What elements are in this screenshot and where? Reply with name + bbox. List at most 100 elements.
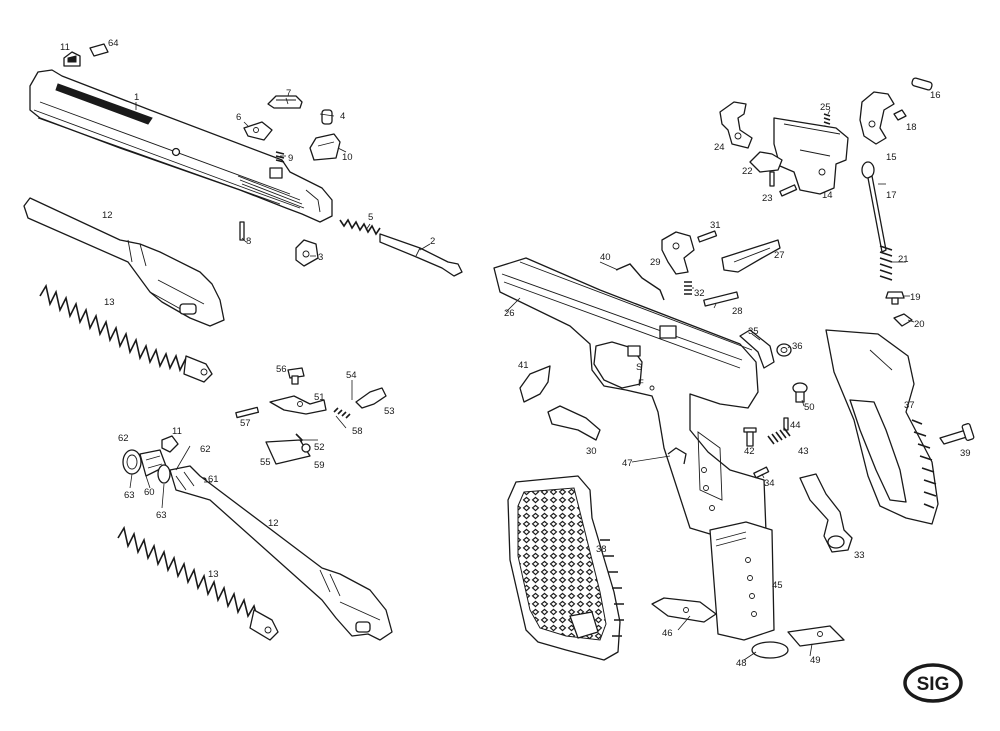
label-12-lower: 12 — [268, 518, 279, 529]
label-36: 36 — [792, 341, 803, 352]
label-32: 32 — [694, 288, 705, 299]
label-59: 59 — [314, 460, 325, 471]
firing-pin-retainer — [295, 239, 319, 267]
label-25: 25 — [820, 102, 831, 113]
label-55: 55 — [260, 457, 271, 468]
bar-27 — [721, 239, 781, 273]
label-12: 12 — [102, 210, 113, 221]
label-49: 49 — [810, 655, 821, 666]
label-43: 43 — [798, 446, 809, 457]
spring-40 — [615, 263, 665, 301]
bushing-62 — [122, 449, 142, 475]
label-33: 33 — [854, 550, 865, 561]
plate-55 — [265, 439, 311, 465]
label-4: 4 — [340, 111, 345, 122]
nut-20 — [893, 313, 913, 327]
spring-21 — [879, 245, 893, 281]
sig-logo: SIG — [903, 663, 963, 703]
slide — [29, 69, 333, 223]
extractor-spring — [275, 151, 285, 163]
label-47: 47 — [622, 458, 633, 469]
label-52: 52 — [314, 442, 325, 453]
catch-50 — [792, 382, 808, 403]
part-22 — [749, 151, 783, 173]
label-41: 41 — [518, 360, 529, 371]
pin-57 — [235, 406, 260, 419]
label-20: 20 — [914, 319, 925, 330]
firing-pin-stop — [243, 121, 273, 141]
hammer-15 — [859, 91, 895, 145]
ring-63 — [157, 464, 171, 484]
label-38: 38 — [596, 544, 607, 555]
screw-42 — [743, 427, 757, 447]
label-54: 54 — [346, 370, 357, 381]
screw-39 — [939, 423, 975, 445]
part-33 — [799, 473, 853, 553]
screw-18 — [893, 109, 907, 121]
label-37: 37 — [904, 400, 915, 411]
label-51: 51 — [314, 392, 325, 403]
extractor-pin — [321, 109, 333, 125]
label-61: 61 — [208, 474, 219, 485]
label-58: 58 — [352, 426, 363, 437]
svg-text:SIG: SIG — [917, 674, 950, 695]
spring-32 — [684, 281, 692, 295]
label-35: 35 — [748, 326, 759, 337]
label-56: 56 — [276, 364, 287, 375]
label-1: 1 — [134, 92, 139, 103]
label-29: 29 — [650, 257, 661, 268]
label-30: 30 — [586, 446, 597, 457]
right-grip — [825, 329, 939, 525]
follower-46 — [651, 597, 717, 623]
screw-56 — [287, 367, 305, 385]
frame-mark-s: S — [636, 362, 642, 373]
base-49 — [787, 625, 845, 647]
label-28: 28 — [732, 306, 743, 317]
extractor — [267, 95, 303, 109]
sear-housing-14 — [773, 117, 849, 195]
barrel — [23, 197, 225, 327]
rear-sight — [309, 133, 341, 161]
lever-30 — [547, 405, 601, 441]
hammer-strut-17 — [861, 161, 887, 253]
label-62-left: 62 — [118, 433, 129, 444]
label-24: 24 — [714, 142, 725, 153]
recoil-spring — [39, 283, 213, 383]
screw-19 — [885, 291, 905, 305]
label-44: 44 — [790, 420, 801, 431]
frame — [493, 257, 767, 541]
label-13: 13 — [104, 297, 115, 308]
label-23: 23 — [762, 193, 773, 204]
label-63-right: 63 — [156, 510, 167, 521]
hammer-24 — [719, 101, 753, 149]
label-31: 31 — [710, 220, 721, 231]
part-59 — [301, 443, 311, 453]
label-39: 39 — [960, 448, 971, 459]
firing-pin-spring — [339, 218, 381, 236]
label-8: 8 — [246, 236, 251, 247]
part-16 — [911, 77, 933, 91]
leader-lines — [129, 97, 915, 661]
pin-28 — [703, 291, 739, 307]
label-48: 48 — [736, 658, 747, 669]
part-11-lower — [161, 435, 179, 453]
part-47 — [667, 447, 687, 465]
label-3: 3 — [318, 252, 323, 263]
label-18: 18 — [906, 122, 917, 133]
label-21: 21 — [898, 254, 909, 265]
label-62-right: 62 — [200, 444, 211, 455]
floorplate-48 — [751, 641, 789, 659]
lever-53 — [355, 387, 387, 409]
frame-mark-f: F — [638, 378, 644, 389]
screw-36 — [776, 343, 792, 357]
label-60: 60 — [144, 487, 155, 498]
label-14: 14 — [822, 190, 833, 201]
label-5: 5 — [368, 212, 373, 223]
label-16: 16 — [930, 90, 941, 101]
spring-58 — [333, 407, 351, 419]
label-50: 50 — [804, 402, 815, 413]
label-27: 27 — [774, 250, 785, 261]
label-11: 11 — [60, 42, 70, 53]
label-64: 64 — [108, 38, 119, 49]
